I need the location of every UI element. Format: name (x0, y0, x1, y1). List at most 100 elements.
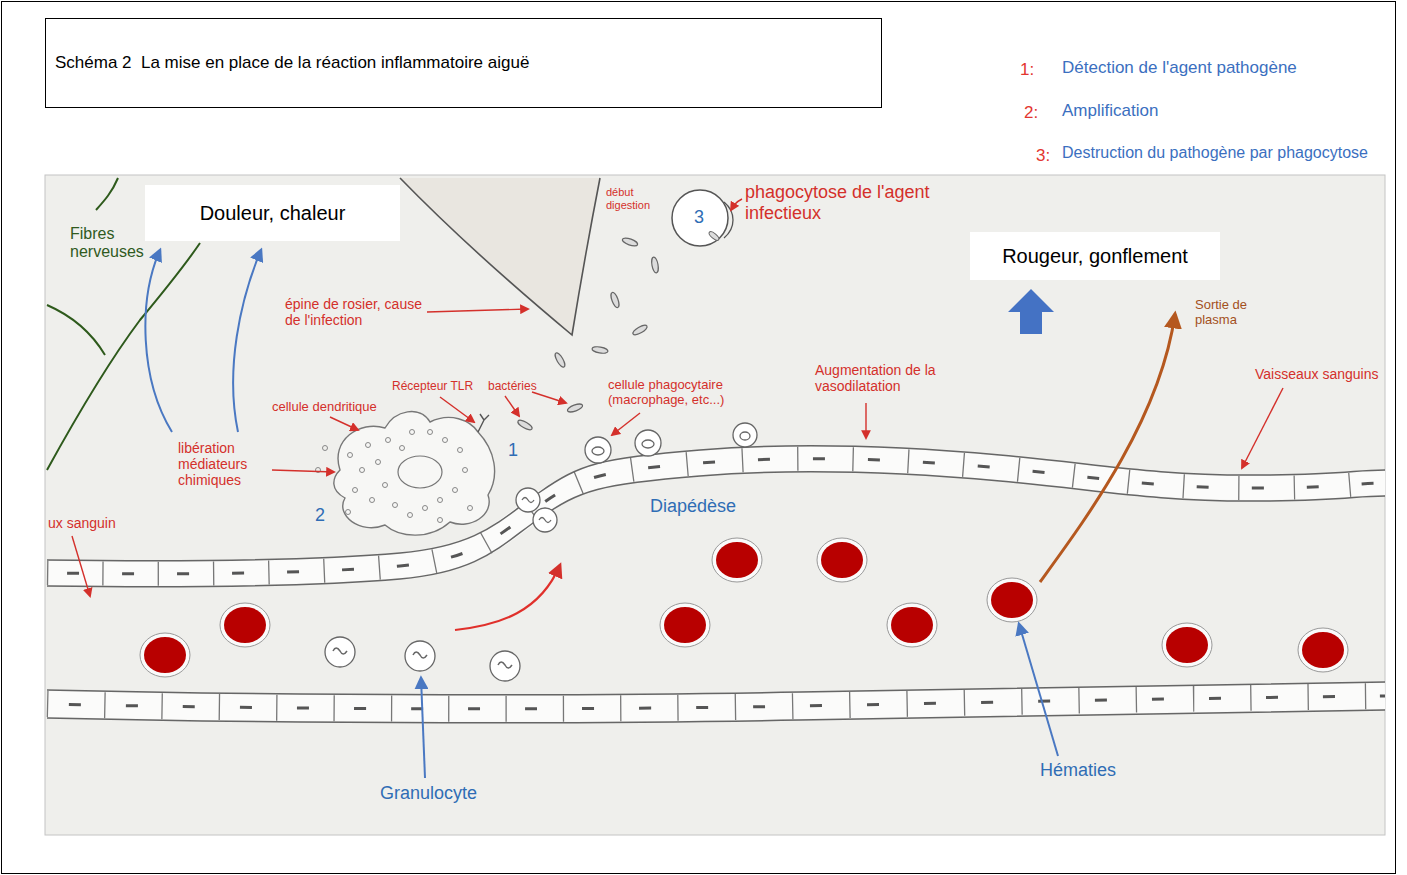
granulocyte (333, 648, 347, 654)
key-number: 2: (1024, 103, 1038, 123)
part-label: phagocytose de l'agent infectieux (745, 182, 945, 223)
red-blood-cell (991, 582, 1033, 618)
part-label: bactéries (488, 380, 537, 394)
photo-ground (45, 175, 1385, 835)
mediator-dots (428, 430, 433, 435)
diapedesis-cell (522, 498, 551, 523)
leader-line (532, 392, 566, 403)
callout-number: 3 (694, 207, 704, 228)
symptom-box: Douleur, chaleur (145, 185, 400, 241)
granulocyte (405, 641, 435, 671)
mediator-dots (453, 488, 458, 493)
red-blood-cell (987, 578, 1037, 622)
red-blood-cell (140, 633, 190, 677)
key-text: Destruction du pathogène par phagocytose (1062, 144, 1368, 162)
leader-line (72, 199, 1283, 596)
granulocyte (325, 637, 355, 667)
phagocytosing-cell (672, 190, 728, 246)
mediator-dots (348, 453, 353, 458)
red-blood-cell (887, 603, 937, 647)
red-blood-cell (1298, 628, 1348, 672)
part-label: cellule phagocytaire (macrophage, etc...… (608, 378, 758, 408)
part-label: Récepteur TLR (392, 380, 473, 394)
mediator-dots (393, 503, 398, 508)
red-blood-cell (1298, 628, 1348, 672)
part-label: Granulocyte (380, 783, 477, 804)
mediator-dots (376, 460, 381, 465)
mediator-dots (386, 438, 391, 443)
red-blood-cell (817, 538, 867, 582)
leader-line (233, 250, 261, 432)
red-blood-cell (140, 538, 1348, 677)
granulocyte (325, 637, 355, 667)
bacterium (609, 291, 620, 308)
vessel-wall (47, 472, 1385, 587)
part-label: libération médiateurs chimiques (178, 440, 270, 488)
bacterium (553, 352, 566, 369)
leader-line (865, 403, 866, 438)
red-blood-cell (660, 603, 710, 647)
part-label: Augmentation de la vasodilatation (815, 362, 965, 394)
mediator-dots (438, 498, 443, 503)
phagocyte-cell (585, 423, 757, 463)
phagocytosing-cell (672, 190, 733, 246)
part-label: Vaisseaux sanguins (1255, 366, 1378, 382)
phagocyte-cell (642, 440, 654, 448)
tlr-receptor (478, 414, 489, 432)
diagram-title: Schéma 2 La mise en place de la réaction… (46, 53, 529, 73)
part-label: épine de rosier, cause de l'infection (285, 296, 425, 328)
vessel-wall (47, 696, 1385, 709)
mediator-dots (408, 513, 413, 518)
cell-nucleus (398, 456, 442, 488)
part-label: ux sanguin (48, 515, 116, 531)
part-label: Diapédèse (650, 496, 736, 517)
mediator-dots (353, 488, 358, 493)
key-text: Détection de l'agent pathogène (1062, 58, 1297, 78)
leader-line (1242, 388, 1283, 468)
granulocyte (405, 641, 435, 671)
bacterium (566, 402, 583, 413)
bacterium (621, 236, 638, 247)
granulocyte (490, 651, 520, 681)
part-label: début digestion (606, 186, 664, 211)
red-blood-cell (817, 538, 867, 582)
leader-line (421, 678, 425, 778)
mediator-dots (458, 448, 463, 453)
title-box: Schéma 2 La mise en place de la réaction… (45, 18, 882, 108)
red-blood-cell (1302, 632, 1344, 668)
granulocyte (413, 652, 427, 658)
granulocyte (498, 662, 512, 668)
leader-line (145, 250, 1058, 778)
red-blood-cell (660, 603, 710, 647)
mediator-dots (468, 506, 473, 511)
nerve-fibre (96, 178, 118, 210)
red-blood-cell (821, 542, 863, 578)
diapedesis-cell (516, 488, 557, 532)
key-number: 3: (1036, 146, 1050, 166)
symptom-text: Douleur, chaleur (200, 202, 346, 225)
mediator-dots (346, 510, 351, 515)
red-blood-cell (220, 603, 270, 647)
phagocyte-cell (740, 432, 750, 440)
key-number: 1: (1020, 60, 1034, 80)
mediator-dots (400, 446, 405, 451)
mediator-dots (410, 430, 415, 435)
leader-line (440, 397, 474, 422)
diapedesis-arrow (455, 565, 560, 630)
mediator-dots (370, 498, 375, 503)
red-blood-cell (664, 607, 706, 643)
plasma-arrow (1040, 314, 1175, 582)
leader-line (330, 417, 358, 430)
leader-line (1019, 624, 1058, 756)
phagocyte-cell (635, 430, 661, 456)
red-blood-cell (1162, 623, 1212, 667)
symptom-box: Rougeur, gonflement (970, 232, 1220, 280)
phagocytosing-cell (724, 202, 733, 238)
phagocyte-cell (733, 423, 757, 447)
wall-cell-nucleus (47, 696, 1385, 709)
part-label: Sortie de plasma (1195, 298, 1265, 328)
